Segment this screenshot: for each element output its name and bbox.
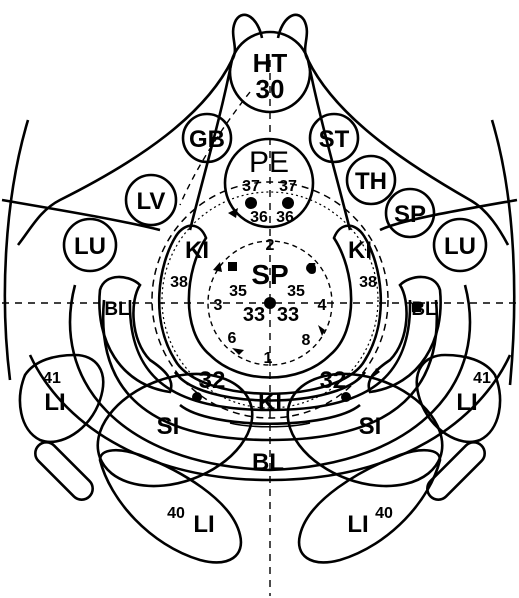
- center-point: [264, 297, 276, 309]
- li-40-left-label: LI: [193, 511, 214, 538]
- li-41-left-num: 41: [43, 370, 61, 387]
- li-40-right-num: 40: [375, 505, 393, 522]
- num-33-right: 33: [277, 304, 299, 326]
- li-41-right-num: 41: [473, 370, 491, 387]
- bl-right-marker: [412, 303, 421, 312]
- step-1: 1: [264, 350, 273, 367]
- num-38-left: 38: [170, 274, 188, 291]
- arrow-head-2: [318, 325, 325, 336]
- point-32-right: [341, 392, 351, 402]
- pe-label: PE: [249, 146, 289, 179]
- li-41-right-label: LI: [456, 389, 477, 416]
- li-40-right-shape: [299, 450, 440, 562]
- step-4: 4: [318, 297, 327, 314]
- pe-point-right: [282, 197, 294, 209]
- arrow-head-1: [213, 262, 222, 272]
- gb-label: GB: [189, 126, 225, 153]
- pe-36-left: 36: [250, 209, 268, 226]
- num-35-right: 35: [287, 283, 305, 300]
- bl-left-label: BL: [104, 299, 130, 320]
- ki-bottom-label: KI: [258, 389, 282, 416]
- lu-right-label: LU: [444, 233, 476, 260]
- si-left-label: SI: [157, 413, 180, 440]
- step-8: 8: [302, 332, 311, 349]
- step-6: 6: [228, 330, 237, 347]
- num-35-left: 35: [229, 283, 247, 300]
- side-bar-left: [31, 438, 97, 504]
- bl-bottom-label: BL: [252, 449, 284, 476]
- st-label: ST: [319, 126, 350, 153]
- si-right-label: SI: [359, 413, 382, 440]
- step-5: 5: [308, 261, 317, 278]
- lv-label: LV: [137, 188, 166, 215]
- ht-number: 30: [256, 74, 285, 104]
- li-40-left-num: 40: [167, 505, 185, 522]
- sp-center-label: SP: [251, 259, 288, 290]
- body-outline-right: [278, 15, 514, 385]
- step-3: 3: [214, 297, 223, 314]
- pe-36-right: 36: [276, 209, 294, 226]
- li-40-right-label: LI: [347, 511, 368, 538]
- num-33-left: 33: [243, 304, 265, 326]
- num-38-right: 38: [359, 274, 377, 291]
- sp-small-label: SP: [394, 201, 426, 228]
- num-32-left: 32: [199, 367, 226, 394]
- lu-left-label: LU: [74, 233, 106, 260]
- step-7-marker: [228, 262, 237, 271]
- point-32-left: [192, 392, 202, 402]
- step-2: 2: [266, 237, 275, 254]
- pe-point-left: [245, 197, 257, 209]
- li-41-left-label: LI: [44, 389, 65, 416]
- th-label: TH: [355, 168, 387, 195]
- ki-left-label: KI: [185, 237, 209, 264]
- num-32-right: 32: [320, 367, 347, 394]
